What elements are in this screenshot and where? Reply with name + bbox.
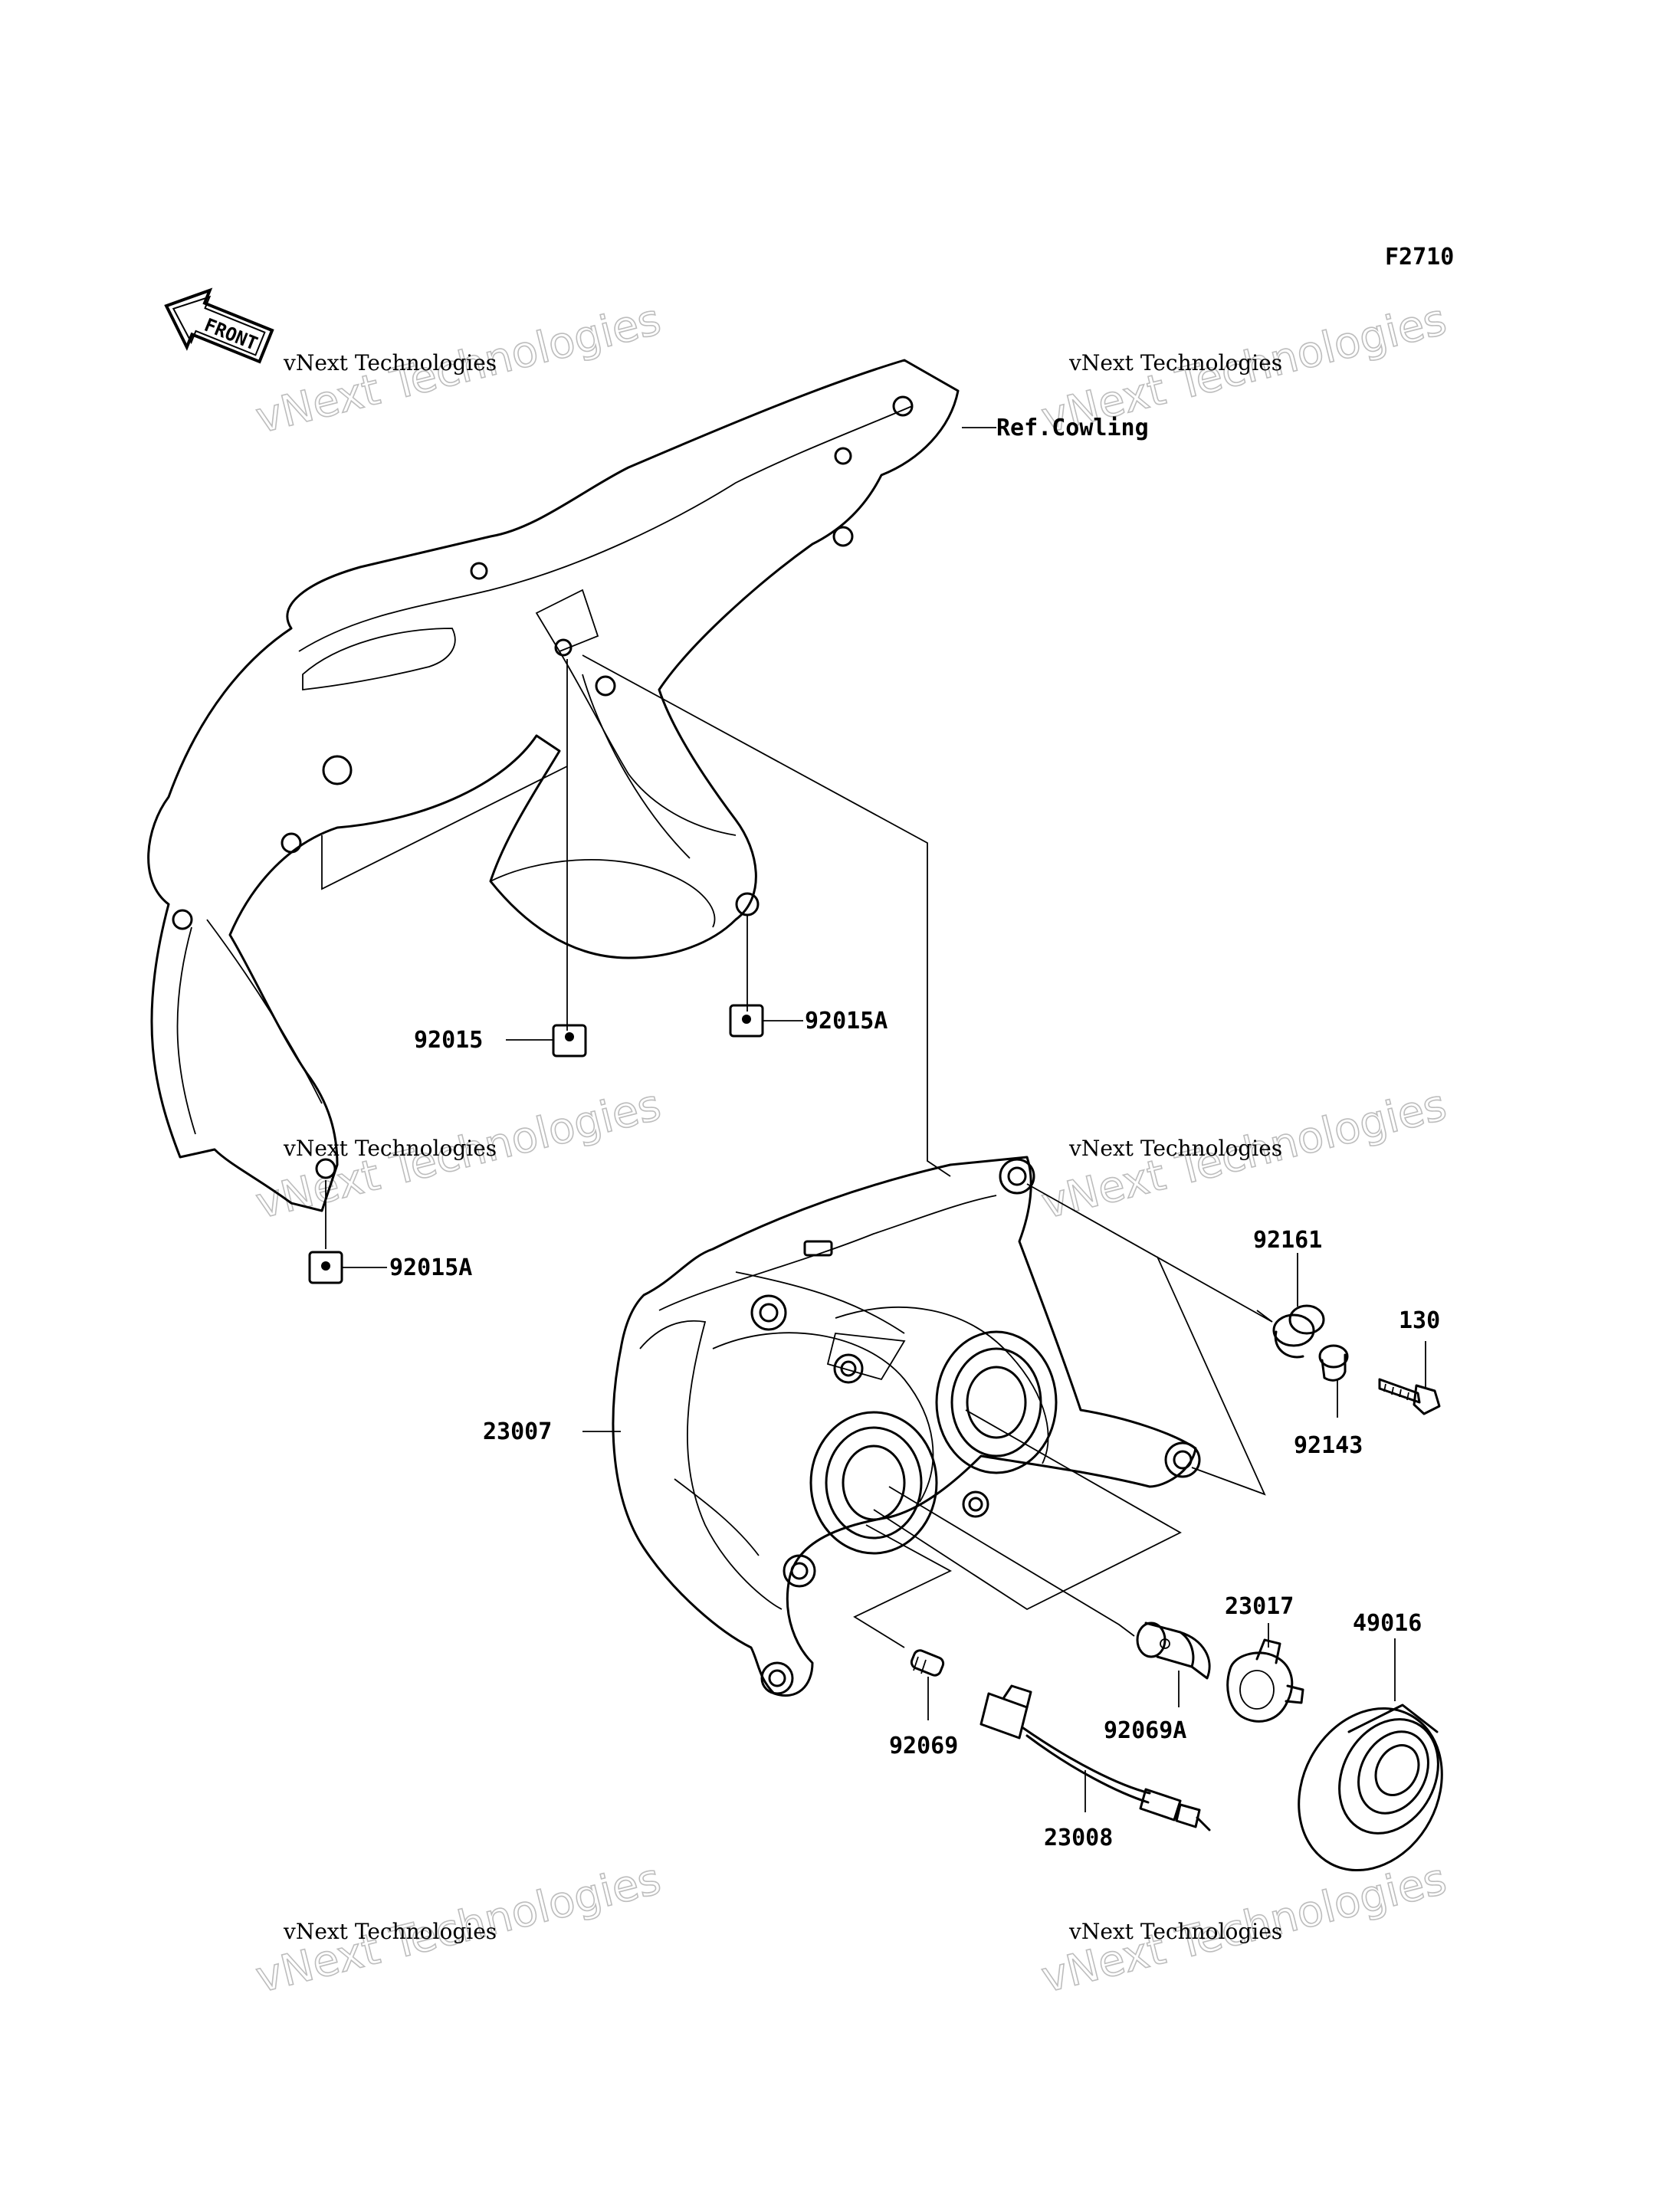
explode-line-left-panel [321, 766, 568, 890]
label-92015: 92015 [414, 1027, 483, 1054]
svg-text:vNext Technologies: vNext Technologies [283, 350, 497, 375]
explode-line-bulb-92069 [853, 1524, 952, 1648]
label-49016: 49016 [1353, 1610, 1422, 1637]
label-23007: 23007 [483, 1418, 552, 1445]
explode-line-right-mount [1157, 1256, 1266, 1496]
collar-92143 [1318, 1344, 1349, 1382]
watermark-mid-right: vNext Technologies vNext Technologies [1036, 1080, 1452, 1230]
watermark-bottom-right: vNext Technologies vNext Technologies [1036, 1854, 1452, 2004]
label-92015a-bottom: 92015A [389, 1254, 472, 1281]
socket-wire-23008 [979, 1684, 1211, 1831]
front-arrow-icon: FRONT [164, 287, 274, 364]
bolt-130 [1378, 1378, 1441, 1415]
svg-text:vNext Technologies: vNext Technologies [283, 1136, 497, 1161]
bulb-92069 [910, 1649, 945, 1677]
label-92161: 92161 [1253, 1227, 1322, 1254]
socket-23017 [1226, 1638, 1304, 1723]
svg-text:vNext Technologies: vNext Technologies [283, 1919, 497, 1944]
explode-line-grommet [1026, 1183, 1273, 1323]
clip-nut-92015a-bottom [308, 1251, 343, 1284]
watermark-bottom-left: vNext Technologies vNext Technologies [251, 1854, 666, 2004]
label-23008: 23008 [1044, 1825, 1113, 1851]
clip-nut-92015 [552, 1024, 587, 1058]
label-92143: 92143 [1294, 1432, 1363, 1459]
label-92069a: 92069A [1104, 1717, 1186, 1744]
label-ref-cowling: Ref.Cowling [996, 415, 1149, 441]
explode-line-bulb-main [888, 1486, 1135, 1637]
headlight-assembly [612, 1156, 1201, 1697]
explode-line-bulb-92069a [873, 1409, 1182, 1611]
label-23017: 23017 [1225, 1593, 1294, 1620]
label-92069: 92069 [889, 1733, 958, 1759]
cover-49016 [1298, 1703, 1443, 1872]
svg-text:vNext Technologies: vNext Technologies [1068, 1136, 1282, 1161]
watermark-mid-left: vNext Technologies vNext Technologies [251, 1080, 666, 1230]
figure-code: F2710 [1385, 244, 1454, 271]
clip-nut-92015a-top [729, 1004, 764, 1038]
label-92015a-top: 92015A [805, 1008, 888, 1035]
grommet-92161 [1272, 1304, 1325, 1359]
bulb-92069a [1136, 1622, 1211, 1680]
svg-text:vNext Technologies: vNext Technologies [1068, 350, 1282, 375]
headlight-bracket [147, 359, 960, 1212]
watermark-top-left: vNext Technologies vNext Technologies [251, 294, 666, 444]
label-130: 130 [1399, 1307, 1440, 1334]
svg-text:vNext Technologies: vNext Technologies [1068, 1919, 1282, 1944]
